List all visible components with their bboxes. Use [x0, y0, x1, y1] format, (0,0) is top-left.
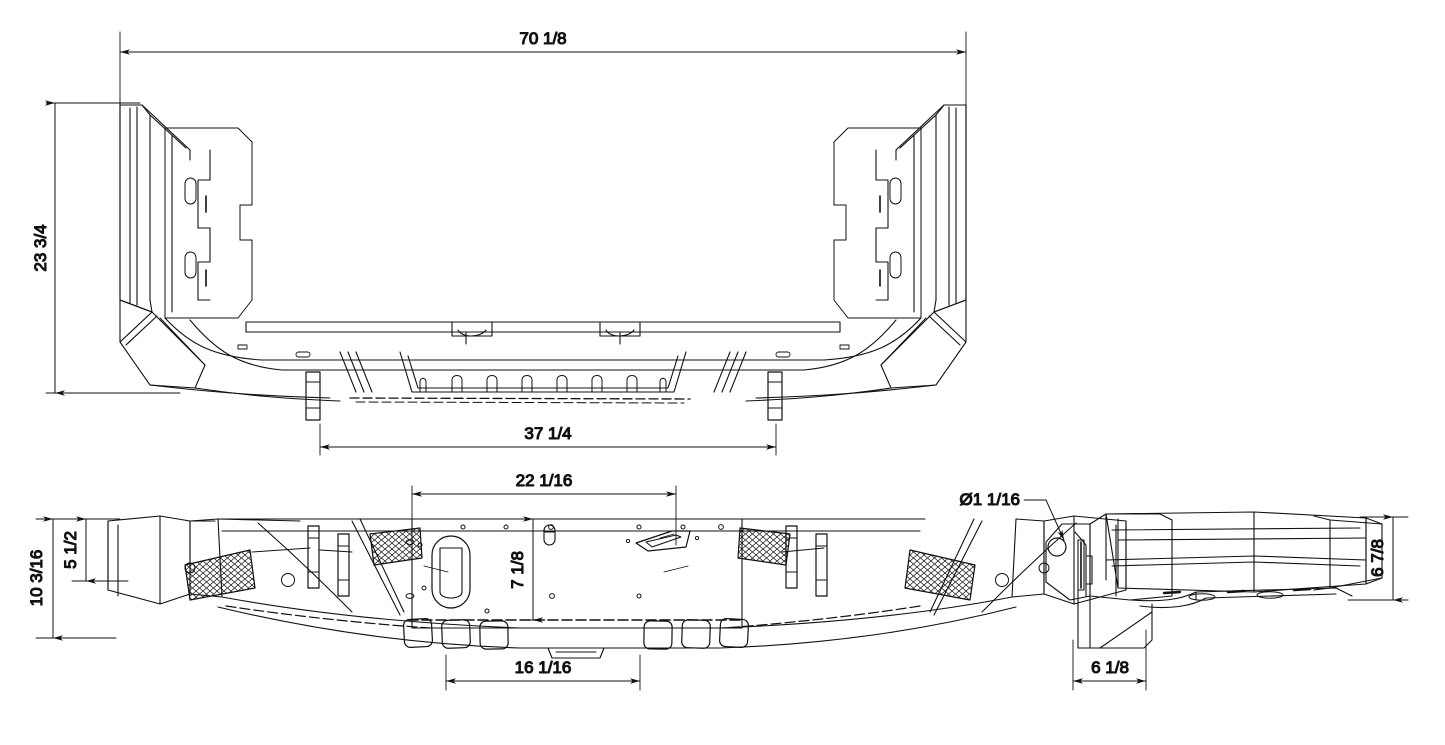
wiring-lines: [251, 547, 825, 573]
dim-label-plate-width: 22 1/16: [516, 471, 573, 490]
dim-label-inner-span: 37 1/4: [524, 424, 571, 443]
top-center-rail: [237, 321, 850, 371]
front-sensor-post-2: [337, 533, 350, 597]
front-sensor-post-3: [785, 525, 798, 589]
dim-label-side-depth: 6 1/8: [1091, 658, 1129, 677]
dim-side-depth: 6 1/8: [1072, 629, 1147, 691]
mesh-grille-left-outer: [184, 549, 256, 601]
side-view: [1045, 511, 1383, 649]
plug-feature: [543, 524, 556, 546]
front-view: [107, 515, 1127, 659]
sensor-post-left: [305, 371, 321, 421]
dim-upper-height: 5 1/2: [60, 516, 129, 584]
hitch-opening: [431, 535, 471, 609]
front-sensor-post-4: [815, 533, 828, 597]
mesh-grille-right-inner: [737, 527, 791, 566]
mesh-grille-left-inner: [369, 527, 423, 566]
dim-plate-height: 7 1/8: [507, 516, 546, 623]
dim-step-width: 16 1/16: [445, 654, 641, 691]
plate-fastener-holes: [184, 524, 1050, 614]
top-view: [45, 31, 967, 421]
dim-label-overall-height: 10 3/16: [27, 550, 46, 607]
step-scallops: [419, 375, 667, 393]
side-body-outline: [1045, 511, 1383, 649]
dim-plate-width: 22 1/16: [411, 470, 677, 546]
dim-label-hole-diameter: Ø1 1/16: [960, 490, 1021, 509]
dim-label-step-width: 16 1/16: [515, 658, 572, 677]
rect-cutouts: [402, 617, 750, 650]
dim-side-height: 6 7/8: [1347, 514, 1409, 603]
bumper-top-outline-right: [745, 104, 967, 402]
ext-lines-overall-depth: [45, 102, 181, 394]
dim-label-overall-width: 70 1/8: [519, 29, 566, 48]
dim-overall-depth: 23 3/4: [30, 100, 65, 396]
dim-inner-span: 37 1/4: [319, 423, 777, 456]
front-sensor-post-1: [307, 525, 320, 589]
dim-label-upper-height: 5 1/2: [61, 531, 80, 569]
mesh-grille-right-outer: [904, 549, 976, 601]
side-tread-ovals: [1162, 587, 1312, 601]
dim-label-plate-height: 7 1/8: [508, 551, 527, 589]
dim-overall-height: 10 3/16: [26, 516, 117, 641]
dim-label-overall-depth: 23 3/4: [31, 224, 50, 271]
dim-label-side-height: 6 7/8: [1368, 539, 1387, 577]
mount-hole: [1047, 537, 1067, 557]
sensor-post-right: [767, 371, 783, 421]
top-step-pad: [339, 351, 747, 404]
logo-badge: [625, 530, 700, 552]
dim-hole-diameter: Ø1 1/16: [959, 489, 1065, 541]
dim-overall-width: 70 1/8: [119, 28, 967, 55]
ext-lines-overall-width: [119, 31, 967, 113]
front-body-outline: [107, 515, 1127, 659]
